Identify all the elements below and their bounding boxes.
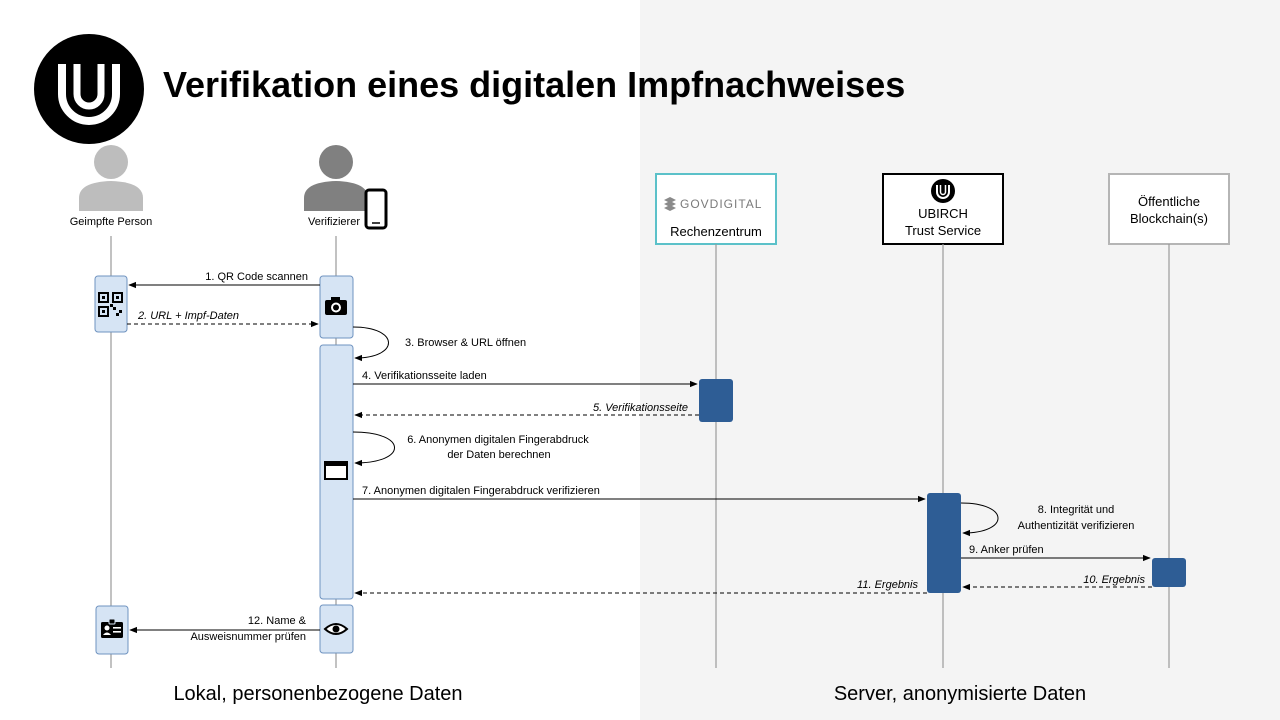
step8-label-line2: Authentizität verifizieren bbox=[1018, 520, 1135, 532]
zone-server-label: Server, anonymisierte Daten bbox=[834, 683, 1086, 705]
step6-label-line1: 6. Anonymen digitalen Fingerabdruck bbox=[407, 434, 589, 446]
step4-label: 4. Verifikationsseite laden bbox=[362, 370, 487, 382]
verifier-icon bbox=[304, 145, 368, 211]
id-card-icon bbox=[101, 618, 123, 638]
person-icon bbox=[79, 145, 143, 211]
datacenter-actor-box: GOVDIGITAL Rechenzentrum bbox=[655, 173, 777, 245]
ubirch-actor-box: UBIRCH Trust Service bbox=[882, 173, 1004, 245]
step12-label-line2: Ausweisnummer prüfen bbox=[190, 631, 306, 643]
actor-verifier-label: Verifizierer bbox=[308, 216, 360, 228]
zone-local-label: Lokal, personenbezogene Daten bbox=[173, 683, 462, 705]
qr-code-icon bbox=[98, 292, 123, 317]
blockchain-label-line2: Blockchain(s) bbox=[1130, 211, 1208, 226]
browser-window-icon bbox=[324, 461, 348, 480]
page-title: Verifikation eines digitalen Impfnachwei… bbox=[163, 64, 905, 105]
blockchain-label-line1: Öffentliche bbox=[1138, 194, 1200, 209]
actor-person-label: Geimpfte Person bbox=[70, 216, 153, 228]
govdigital-logo-text: GOVDIGITAL bbox=[680, 197, 762, 211]
blockchain-actor-box: Öffentliche Blockchain(s) bbox=[1108, 173, 1230, 245]
step3-label: 3. Browser & URL öffnen bbox=[405, 337, 526, 349]
camera-icon bbox=[325, 297, 347, 315]
step1-label: 1. QR Code scannen bbox=[205, 271, 308, 283]
step8-label-line1: 8. Integrität und bbox=[1038, 504, 1114, 516]
ubirch-label-line1: UBIRCH bbox=[918, 206, 968, 221]
step5-label: 5. Verifikationsseite bbox=[593, 402, 688, 414]
eye-icon bbox=[323, 623, 349, 635]
datacenter-label: Rechenzentrum bbox=[670, 224, 762, 239]
arrow-step3 bbox=[352, 326, 389, 362]
arrow-step8 bbox=[960, 502, 999, 537]
activation-blockchain bbox=[1152, 558, 1186, 587]
messages bbox=[127, 281, 1152, 634]
ubirch-label-line2: Trust Service bbox=[905, 223, 981, 238]
smartphone-icon bbox=[364, 188, 388, 230]
step12-label-line1: 12. Name & bbox=[248, 615, 307, 627]
activation-ubirch bbox=[927, 493, 961, 593]
server-zone-background bbox=[640, 0, 1280, 720]
ubirch-logo-icon bbox=[34, 34, 144, 144]
step10-label: 10. Ergebnis bbox=[1083, 574, 1145, 586]
step2-label: 2. URL + Impf-Daten bbox=[137, 310, 239, 322]
step9-label: 9. Anker prüfen bbox=[969, 544, 1044, 556]
ubirch-small-logo-icon bbox=[931, 179, 955, 203]
activation-datacenter bbox=[699, 379, 733, 422]
govdigital-icon bbox=[664, 197, 676, 211]
step6-label-line2: der Daten berechnen bbox=[447, 449, 550, 461]
step11-label: 11. Ergebnis bbox=[857, 579, 918, 591]
step7-label: 7. Anonymen digitalen Fingerabdruck veri… bbox=[362, 485, 600, 497]
arrow-step6 bbox=[352, 431, 395, 467]
